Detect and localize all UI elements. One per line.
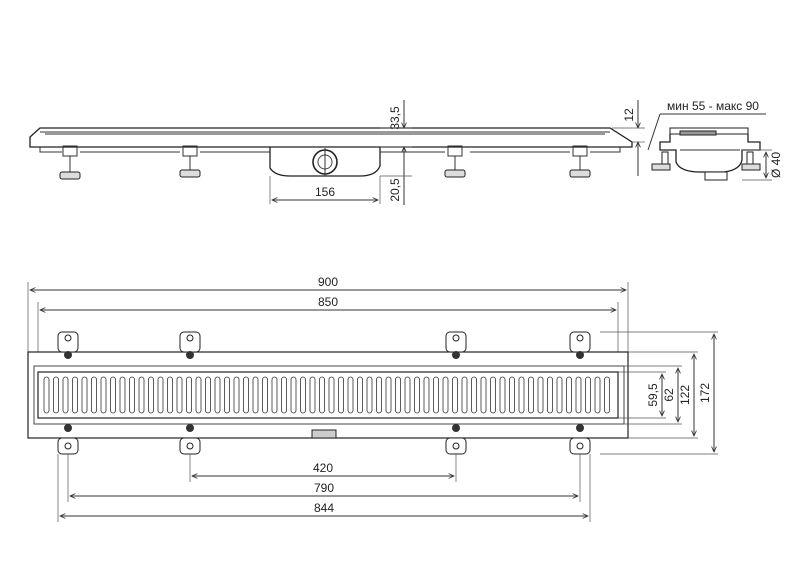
grate-slot bbox=[366, 376, 373, 414]
grate-slot bbox=[357, 376, 363, 414]
grate-slot bbox=[319, 376, 325, 414]
grate-slot bbox=[328, 376, 335, 414]
grate-slot bbox=[452, 376, 458, 414]
grate-slot bbox=[309, 376, 316, 414]
grate-slot bbox=[271, 376, 278, 414]
grate-slot bbox=[224, 376, 230, 414]
grate-slot bbox=[262, 376, 268, 414]
dim-leg-spacing-outer: 790 bbox=[314, 481, 334, 495]
grate-slot bbox=[233, 376, 240, 414]
grate-slot bbox=[62, 376, 69, 414]
dim-leg-spacing-inner: 420 bbox=[313, 461, 333, 475]
plan-view: 900 850 bbox=[27, 275, 718, 522]
grate-slot bbox=[100, 376, 107, 414]
grate-slot bbox=[395, 376, 401, 414]
grate-slot bbox=[138, 376, 145, 414]
dim-overall-length: 900 bbox=[318, 275, 338, 289]
grate-slot bbox=[205, 376, 211, 414]
grate-slot bbox=[537, 376, 544, 414]
grate-slot bbox=[347, 376, 354, 414]
dim-flange-length: 844 bbox=[314, 501, 334, 515]
leg-4 bbox=[569, 145, 591, 178]
grate-slot bbox=[499, 376, 506, 414]
grate-slot bbox=[167, 376, 173, 414]
dim-channel-width: 62 bbox=[662, 388, 676, 402]
grate-slot bbox=[110, 376, 116, 414]
grate-slot bbox=[604, 376, 610, 414]
grate-slots bbox=[43, 376, 610, 414]
grate-slot bbox=[186, 376, 192, 414]
grate-slot bbox=[575, 376, 582, 414]
mount-bracket-top-4 bbox=[569, 331, 591, 359]
grate-slot bbox=[547, 376, 553, 414]
mount-bracket-top-1 bbox=[57, 331, 79, 359]
grate-slot bbox=[119, 376, 126, 414]
cross-section: мин 55 - макс 90 Ø 40 bbox=[647, 99, 783, 181]
dim-overall-width: 172 bbox=[698, 383, 712, 403]
grate-slot bbox=[195, 376, 202, 414]
grate-slot bbox=[594, 376, 601, 414]
dim-outlet-distance: 156 bbox=[315, 185, 335, 199]
grate-slot bbox=[53, 376, 59, 414]
grate-slot bbox=[433, 376, 439, 414]
grate-slot bbox=[404, 376, 411, 414]
grate-slot bbox=[490, 376, 496, 414]
grate-slot bbox=[43, 376, 50, 414]
grate-slot bbox=[252, 376, 259, 414]
grate-slot bbox=[461, 376, 468, 414]
dim-frame-length: 850 bbox=[318, 295, 338, 309]
dim-profile-thickness: 12 bbox=[622, 108, 636, 122]
grate-slot bbox=[385, 376, 392, 414]
grate-slot bbox=[423, 376, 430, 414]
grate-slot bbox=[518, 376, 525, 414]
grate-slot bbox=[442, 376, 449, 414]
dim-frame-width: 122 bbox=[678, 385, 692, 405]
grate-slot bbox=[129, 376, 135, 414]
dim-adjust-range: мин 55 - макс 90 bbox=[667, 99, 759, 113]
mount-bracket-top-3 bbox=[445, 331, 467, 359]
grate-slot bbox=[556, 376, 563, 414]
dim-height-top: 33,5 bbox=[388, 106, 402, 130]
grate-slot bbox=[414, 376, 420, 414]
grate-slot bbox=[300, 376, 306, 414]
grate-slot bbox=[214, 376, 221, 414]
mount-bracket-bottom-3 bbox=[445, 424, 467, 455]
mount-bracket-bottom-4 bbox=[569, 424, 591, 455]
grate-slot bbox=[566, 376, 572, 414]
grate-slot bbox=[376, 376, 382, 414]
grate-slot bbox=[243, 376, 249, 414]
grate-slot bbox=[176, 376, 183, 414]
grate-slot bbox=[290, 376, 297, 414]
grate-slot bbox=[72, 376, 78, 414]
leg-1 bbox=[59, 145, 81, 180]
leg-2 bbox=[179, 145, 201, 178]
grate-slot bbox=[338, 376, 344, 414]
grate-slot bbox=[91, 376, 97, 414]
dim-height-bottom: 20,5 bbox=[388, 178, 402, 202]
grate-slot bbox=[81, 376, 88, 414]
grate-slot bbox=[509, 376, 515, 414]
grate-slot bbox=[585, 376, 591, 414]
side-view: 156 33,5 20,5 12 bbox=[29, 100, 645, 205]
dim-outlet-diameter: Ø 40 bbox=[769, 152, 783, 178]
grate-slot bbox=[281, 376, 287, 414]
grate-slot bbox=[480, 376, 487, 414]
dim-grate-width: 59,5 bbox=[646, 383, 660, 407]
channel-profile bbox=[29, 127, 633, 148]
grate-slot bbox=[148, 376, 154, 414]
leg-3 bbox=[444, 145, 466, 178]
mount-bracket-top-2 bbox=[179, 331, 201, 359]
grate-slot bbox=[528, 376, 534, 414]
mount-bracket-bottom-1 bbox=[57, 424, 79, 455]
grate-slot bbox=[157, 376, 164, 414]
grate-slot bbox=[471, 376, 477, 414]
